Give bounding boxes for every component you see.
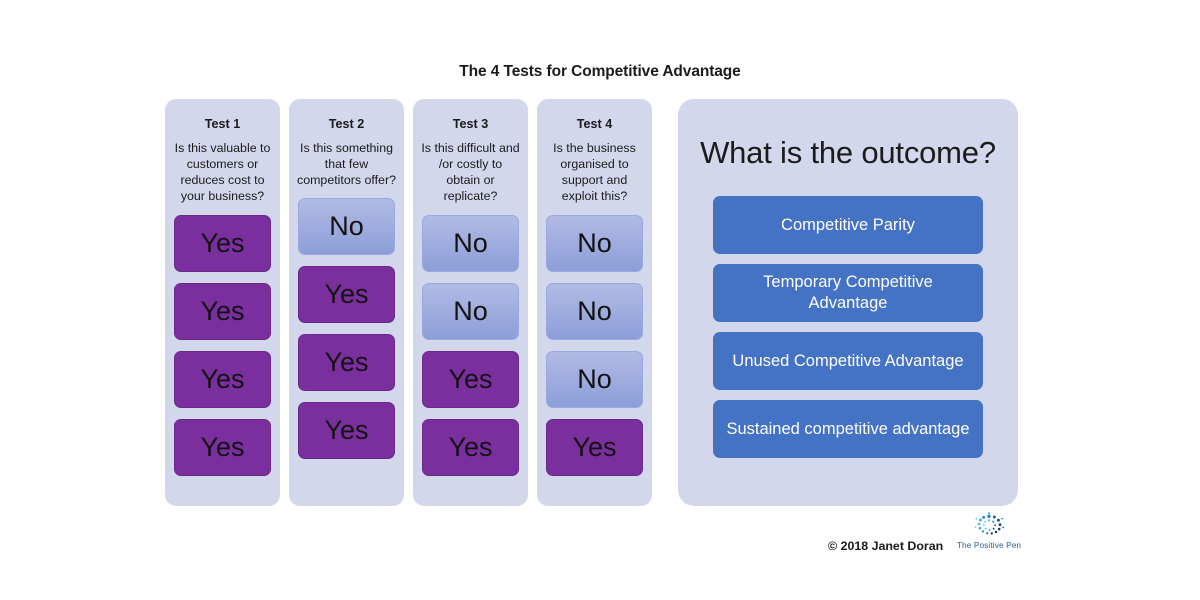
answer-cell[interactable]: Yes — [422, 350, 519, 408]
outcome-item[interactable]: Unused Competitive Advantage — [713, 332, 983, 390]
answer-cell[interactable]: No — [422, 214, 519, 272]
answer-cell[interactable]: Yes — [546, 418, 643, 476]
outcome-panel: What is the outcome? Competitive Parity … — [678, 99, 1018, 506]
test-column-4: Test 4 Is the business organised to supp… — [537, 99, 652, 506]
answer-list: Yes Yes Yes Yes — [174, 214, 271, 506]
answer-cell[interactable]: Yes — [174, 214, 271, 272]
answer-cell[interactable]: No — [298, 198, 395, 256]
brand-name: The Positive Pen — [956, 540, 1022, 550]
brand-logo: The Positive Pen — [950, 512, 1028, 550]
test-column-2: Test 2 Is this something that few compet… — [289, 99, 404, 506]
test-heading: Test 4 — [576, 117, 613, 131]
answer-list: No No Yes Yes — [422, 214, 519, 506]
answer-list: No No No Yes — [546, 214, 643, 506]
test-heading: Test 3 — [452, 117, 489, 131]
copyright-text: © 2018 Janet Doran — [828, 539, 944, 553]
test-column-1: Test 1 Is this valuable to customers or … — [165, 99, 280, 506]
outcome-list: Competitive Parity Temporary Competitive… — [678, 196, 1018, 458]
answer-cell[interactable]: Yes — [174, 350, 271, 408]
answer-cell[interactable]: Yes — [298, 402, 395, 460]
tests-group: Test 1 Is this valuable to customers or … — [165, 99, 654, 506]
outcome-item[interactable]: Temporary Competitive Advantage — [713, 264, 983, 322]
outcome-item[interactable]: Sustained competitive advantage — [713, 400, 983, 458]
answer-cell[interactable]: No — [546, 214, 643, 272]
answer-cell[interactable]: Yes — [298, 334, 395, 392]
answer-list: No Yes Yes Yes — [298, 198, 395, 506]
answer-cell[interactable]: Yes — [174, 282, 271, 340]
test-question: Is this valuable to customers or reduces… — [174, 140, 271, 204]
test-heading: Test 1 — [204, 117, 241, 131]
test-question: Is this difficult and /or costly to obta… — [421, 140, 520, 204]
outcome-heading: What is the outcome? — [700, 135, 996, 170]
test-question: Is the business organised to support and… — [553, 140, 636, 204]
footer: © 2018 Janet Doran — [828, 512, 1028, 568]
answer-cell[interactable]: Yes — [174, 418, 271, 476]
page-title: The 4 Tests for Competitive Advantage — [459, 63, 741, 80]
outcome-item[interactable]: Competitive Parity — [713, 196, 983, 254]
test-heading: Test 2 — [328, 117, 365, 131]
answer-cell[interactable]: No — [422, 282, 519, 340]
answer-cell[interactable]: No — [546, 282, 643, 340]
answer-cell[interactable]: Yes — [298, 266, 395, 324]
test-question: Is this something that few competitors o… — [297, 140, 396, 188]
answer-cell[interactable]: Yes — [422, 418, 519, 476]
dot-ring-logo-icon — [974, 512, 1004, 535]
test-column-3: Test 3 Is this difficult and /or costly … — [413, 99, 528, 506]
answer-cell[interactable]: No — [546, 350, 643, 408]
